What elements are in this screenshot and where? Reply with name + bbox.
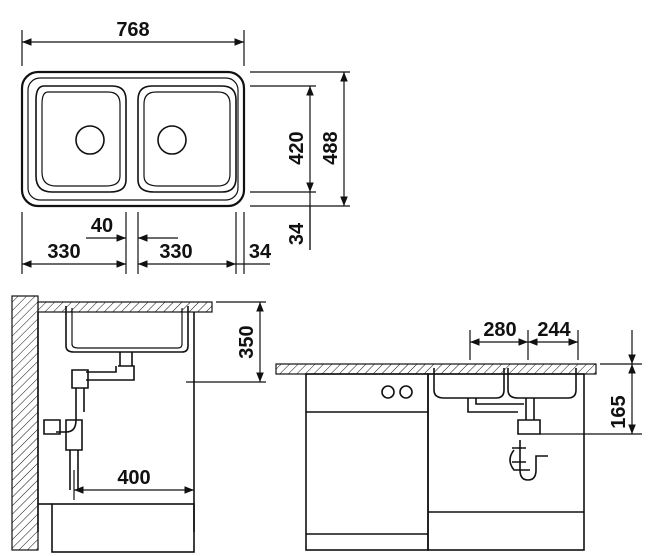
sink-cabinet <box>427 373 585 551</box>
dim-install-height: 350 <box>236 325 258 358</box>
side-bowl <box>65 306 189 353</box>
left-bowl <box>35 85 127 193</box>
dim-rim-bottom: 34 <box>286 222 308 245</box>
right-bowl <box>137 85 237 193</box>
dishwasher <box>305 373 429 551</box>
dim-bowl-width-right: 330 <box>159 241 192 263</box>
dim-drain-depth: 165 <box>608 395 630 428</box>
top-view: 768 420 488 34 330 40 330 34 <box>20 19 350 274</box>
dim-bowl-offset-right: 244 <box>537 319 571 341</box>
right-drain <box>157 125 187 155</box>
left-drain <box>75 125 105 155</box>
front-countertop <box>275 363 597 375</box>
countertop <box>37 301 213 313</box>
dim-bowl-offset-left: 280 <box>483 319 516 341</box>
dim-drain-distance: 400 <box>117 467 150 489</box>
dim-sink-width: 768 <box>116 19 149 41</box>
dim-bowl-gap: 40 <box>91 215 113 237</box>
side-view: 350 400 <box>11 295 266 553</box>
front-view: 280 244 165 <box>275 319 642 551</box>
front-bowl-left <box>433 368 505 399</box>
dim-bowl-depth: 420 <box>286 131 308 164</box>
dim-rim-right: 34 <box>249 241 272 263</box>
front-siphon <box>467 398 548 481</box>
front-bowl-right <box>507 368 577 399</box>
dim-sink-depth: 488 <box>320 131 342 164</box>
siphon <box>86 352 135 381</box>
dim-bowl-width-left: 330 <box>47 241 80 263</box>
sink-rim-outline <box>20 70 246 208</box>
wall <box>11 295 39 551</box>
